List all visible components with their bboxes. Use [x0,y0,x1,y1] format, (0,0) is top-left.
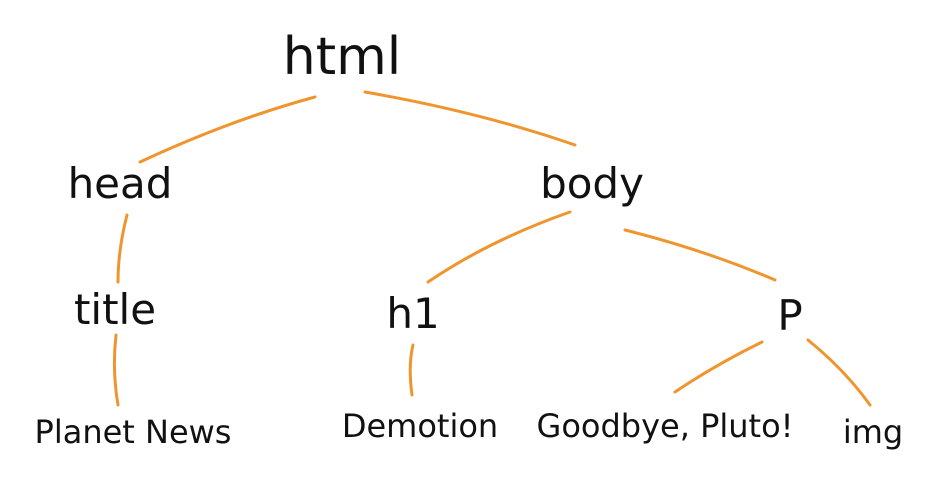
edge-html-head [138,95,317,164]
edge-p-goodbye-pluto [673,340,764,394]
node-demotion: Demotion [342,407,498,445]
edge-html-body [363,90,577,147]
node-title: title [74,285,156,334]
tree-edges [112,90,872,407]
node-planet-news: Planet News [35,413,232,451]
edge-body-p [623,228,777,282]
edge-p-img [806,338,872,407]
node-head: head [68,159,173,208]
node-img: img [843,413,903,451]
edge-h1-demotion [408,343,415,397]
node-goodbye-pluto: Goodbye, Pluto! [537,407,794,445]
tree-nodes: html head body title h1 P Planet News De… [35,27,904,451]
edge-title-planet-news [112,333,120,407]
node-html: html [283,27,401,87]
node-body: body [540,159,644,208]
node-h1: h1 [386,289,439,338]
edge-head-title [116,213,129,284]
node-p: P [777,291,802,340]
edge-body-h1 [426,210,572,284]
